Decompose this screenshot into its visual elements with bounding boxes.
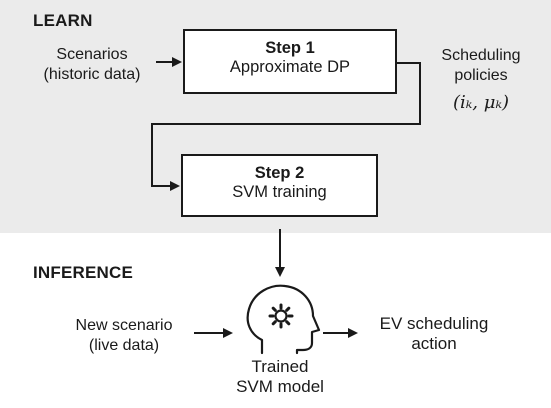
- action-label: EV scheduling action: [364, 314, 504, 354]
- arrow-policies-to-step2: [151, 95, 421, 191]
- new-scenario-line1: New scenario: [75, 317, 173, 334]
- new-scenario-line2: (live data): [88, 337, 160, 354]
- step1-box: Step 1 Approximate DP: [183, 29, 397, 94]
- learn-title: LEARN: [33, 11, 93, 30]
- step2-label: SVM training: [232, 183, 327, 201]
- scenarios-line1: Scenarios: [56, 46, 128, 63]
- policies-line1: Scheduling: [441, 47, 521, 64]
- connector-step1-to-policies: [397, 62, 421, 95]
- inference-title: INFERENCE: [33, 263, 134, 282]
- action-line1: EV scheduling: [379, 314, 489, 333]
- step1-title: Step 1: [265, 39, 315, 57]
- new-scenario-label: New scenario (live data): [58, 316, 190, 356]
- step2-box: Step 2 SVM training: [181, 154, 378, 217]
- scenarios-line2: (historic data): [43, 66, 141, 83]
- step1-label: Approximate DP: [229, 58, 351, 76]
- step2-title: Step 2: [254, 164, 305, 182]
- model-line1: Trained: [251, 357, 309, 376]
- action-line2: action: [411, 334, 457, 353]
- policies-math: (iₖ, μₖ): [452, 92, 510, 113]
- policies-line2: policies: [454, 67, 508, 84]
- model-label: Trained SVM model: [220, 357, 340, 397]
- model-line2: SVM model: [236, 377, 324, 396]
- head-gear-icon: [246, 284, 321, 355]
- policies-label: Scheduling policies (iₖ, μₖ): [428, 46, 534, 113]
- scenarios-label: Scenarios (historic data): [30, 45, 154, 85]
